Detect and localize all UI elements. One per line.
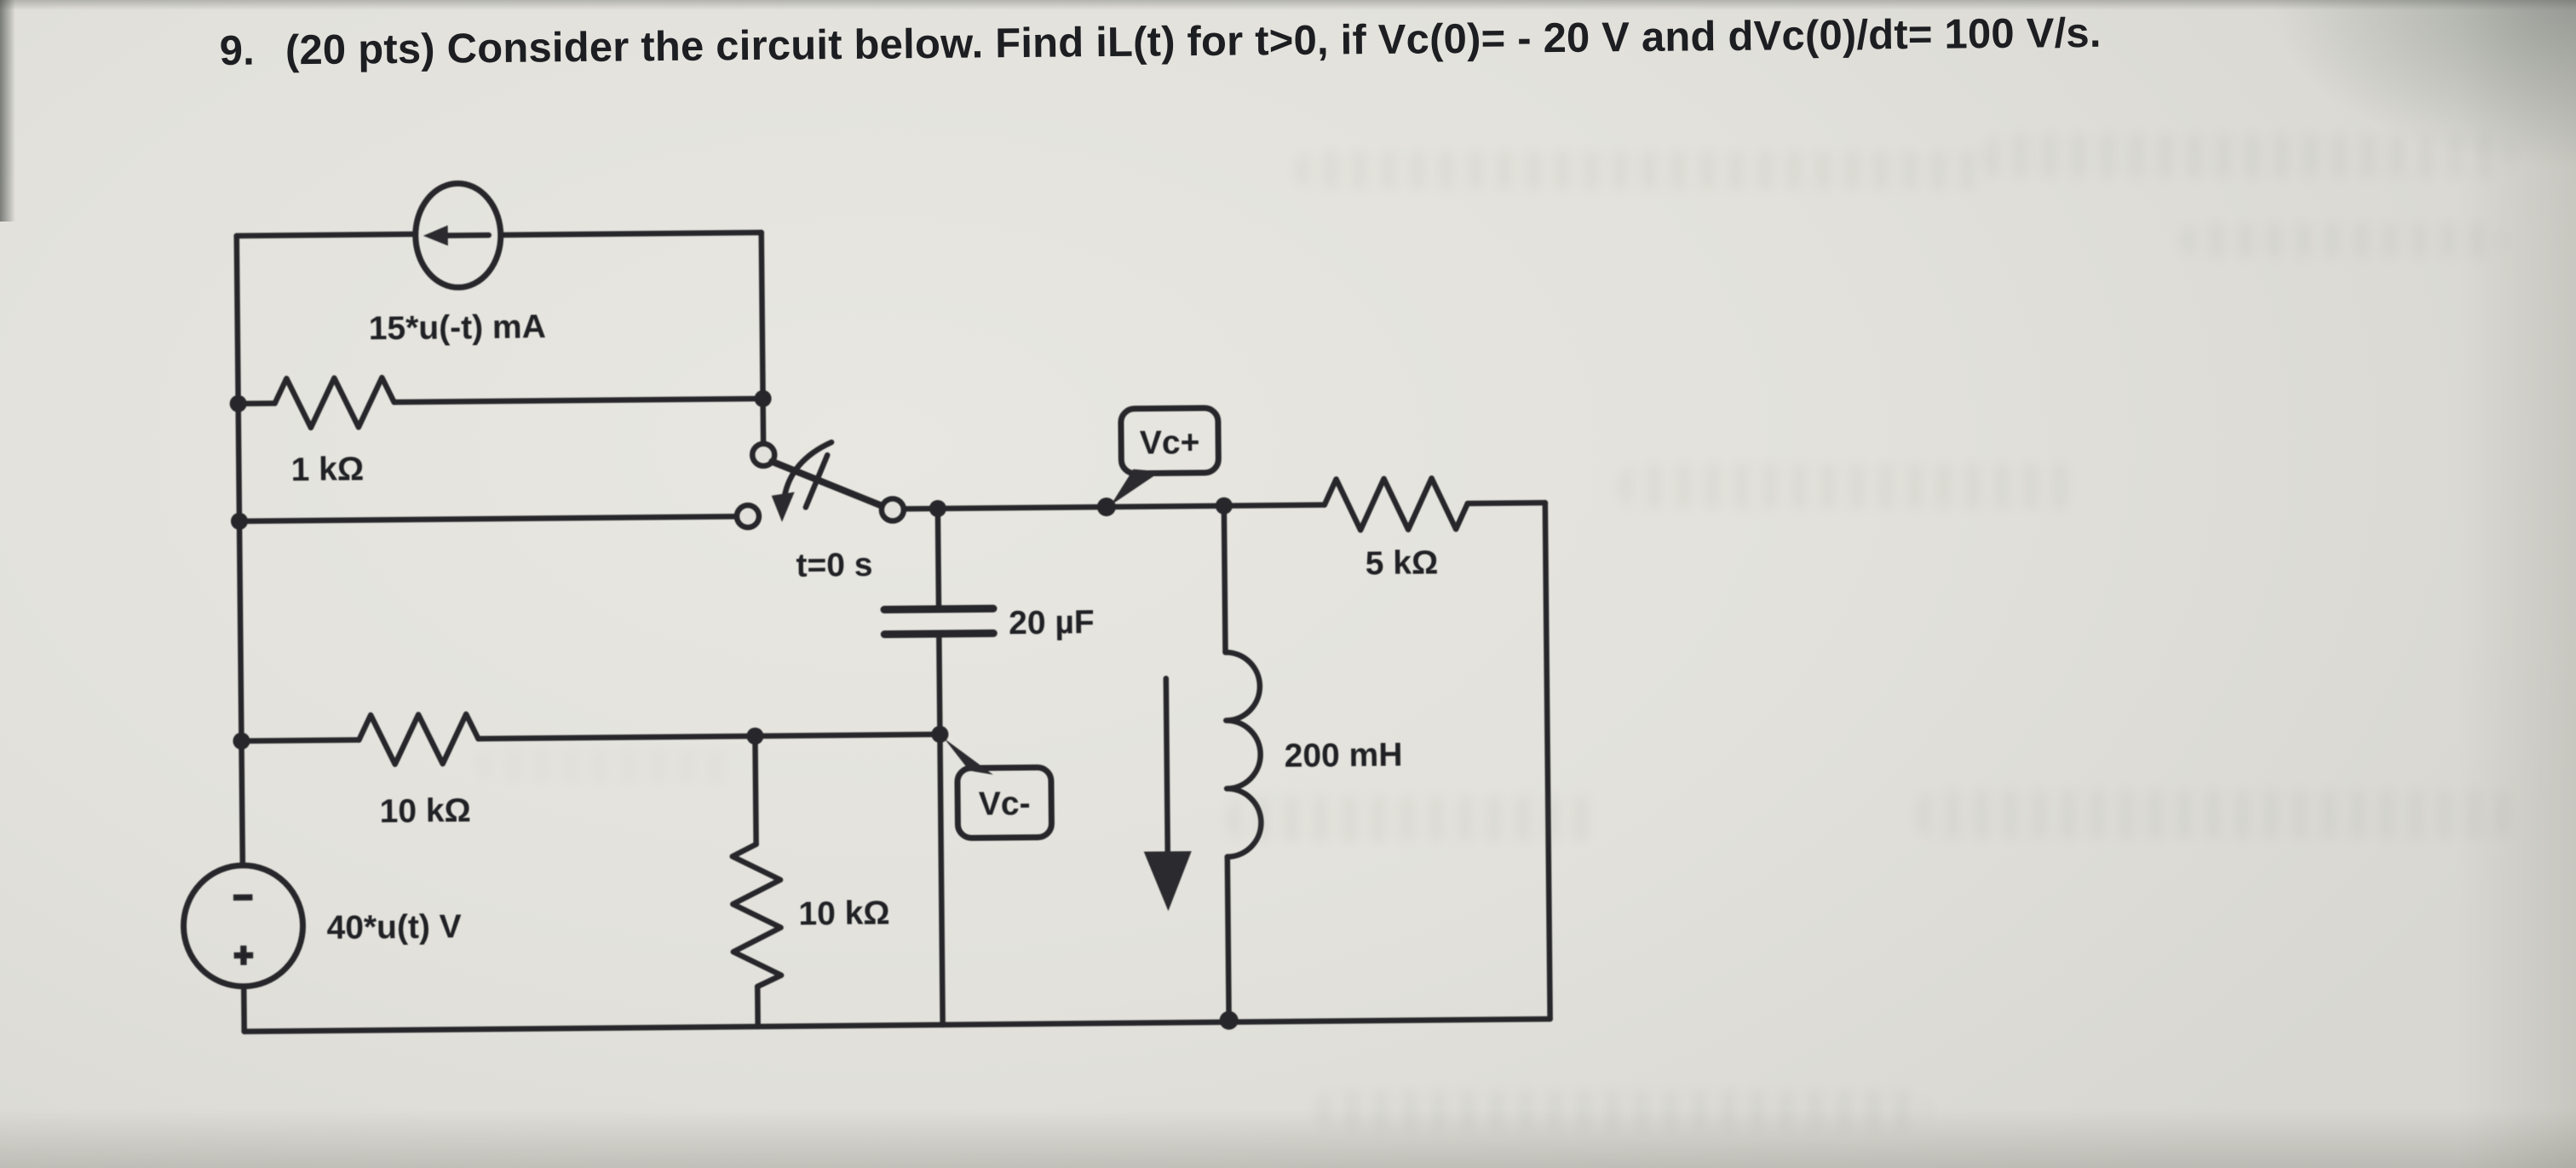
resistor-zigzag <box>1321 475 1471 533</box>
wire <box>236 513 739 525</box>
vc-minus-callout-tail <box>944 738 993 775</box>
resistor-5k-branch: 5 kΩ <box>1321 475 1553 1022</box>
voltage-source-label: 40*u(t) V <box>326 908 462 946</box>
wire <box>758 229 766 402</box>
switch-label: t=0 s <box>796 547 872 584</box>
inductor-current-arrow-icon <box>1143 851 1192 912</box>
bottom-rail <box>241 1016 1553 1035</box>
switch-terminal <box>733 502 762 531</box>
arrow-left-icon <box>423 225 448 246</box>
wire <box>497 229 764 239</box>
left-rail <box>233 233 247 1035</box>
resistor-1k-label: 1 kΩ <box>290 451 364 488</box>
voltage-source-plus-sign: + <box>233 937 253 974</box>
voltage-source: − + 40*u(t) V <box>181 862 462 990</box>
switch-cross-mark <box>802 452 831 510</box>
resistor-zigzag <box>272 374 397 431</box>
resistor-10k-horizontal-branch: 10 kΩ <box>233 711 943 830</box>
switch-terminal <box>878 496 907 524</box>
wire <box>934 505 942 613</box>
switch-motion-arrow-icon <box>781 439 835 500</box>
vc-plus-label: Vc+ <box>1140 424 1200 462</box>
resistor-10k-vertical-label: 10 kΩ <box>798 895 890 933</box>
vc-minus-callout-box <box>954 764 1055 842</box>
right-rail <box>1542 499 1553 1022</box>
resistor-zigzag <box>356 711 481 768</box>
capacitor-branch: 20 µF Vc- <box>880 505 1095 1028</box>
wire <box>233 231 418 239</box>
resistor-1k-branch: 1 kΩ <box>229 374 772 488</box>
wire <box>233 233 246 869</box>
current-source-label: 15*u(-t) mA <box>369 308 546 347</box>
vc-plus-callout-tail <box>1110 469 1161 505</box>
resistor-10k-vertical-branch: 10 kΩ <box>729 733 890 1030</box>
wire <box>937 731 946 1028</box>
switch-motion-arrow-icon <box>771 492 795 522</box>
inductor-coil <box>1222 649 1264 860</box>
arrow-left-icon <box>440 232 492 239</box>
resistor-10k-horizontal-label: 10 kΩ <box>379 792 471 830</box>
capacitor-label: 20 µF <box>1009 604 1095 642</box>
inductor-branch: 200 mH <box>1143 503 1403 1030</box>
inductor-current-arrow-icon <box>1163 676 1171 856</box>
junction-dot <box>230 512 248 530</box>
wire <box>752 733 759 848</box>
wire <box>1224 854 1232 1025</box>
current-source-branch: 15*u(-t) mA <box>233 180 766 402</box>
wire <box>936 630 943 738</box>
vc-plus-row: Vc+ <box>900 405 1328 517</box>
voltage-source-minus-sign: − <box>233 879 253 916</box>
wire <box>391 395 766 406</box>
junction-dot <box>229 394 247 412</box>
wire <box>239 737 362 745</box>
wire <box>1221 503 1228 655</box>
capacitor-plate <box>880 604 998 614</box>
inductor-label: 200 mH <box>1284 737 1402 774</box>
vc-minus-label: Vc- <box>979 785 1031 823</box>
resistor-5k-label: 5 kΩ <box>1366 544 1439 582</box>
junction-dot <box>233 732 250 750</box>
vc-plus-anchor-dot <box>1096 498 1116 517</box>
wire <box>475 731 943 742</box>
vc-plus-callout-box <box>1118 405 1222 477</box>
resistor-zigzag <box>729 841 785 990</box>
junction-dot <box>754 389 772 407</box>
voltage-source-circle <box>181 862 307 990</box>
switch-assembly: t=0 s <box>230 404 907 584</box>
switch-blade <box>768 457 885 509</box>
